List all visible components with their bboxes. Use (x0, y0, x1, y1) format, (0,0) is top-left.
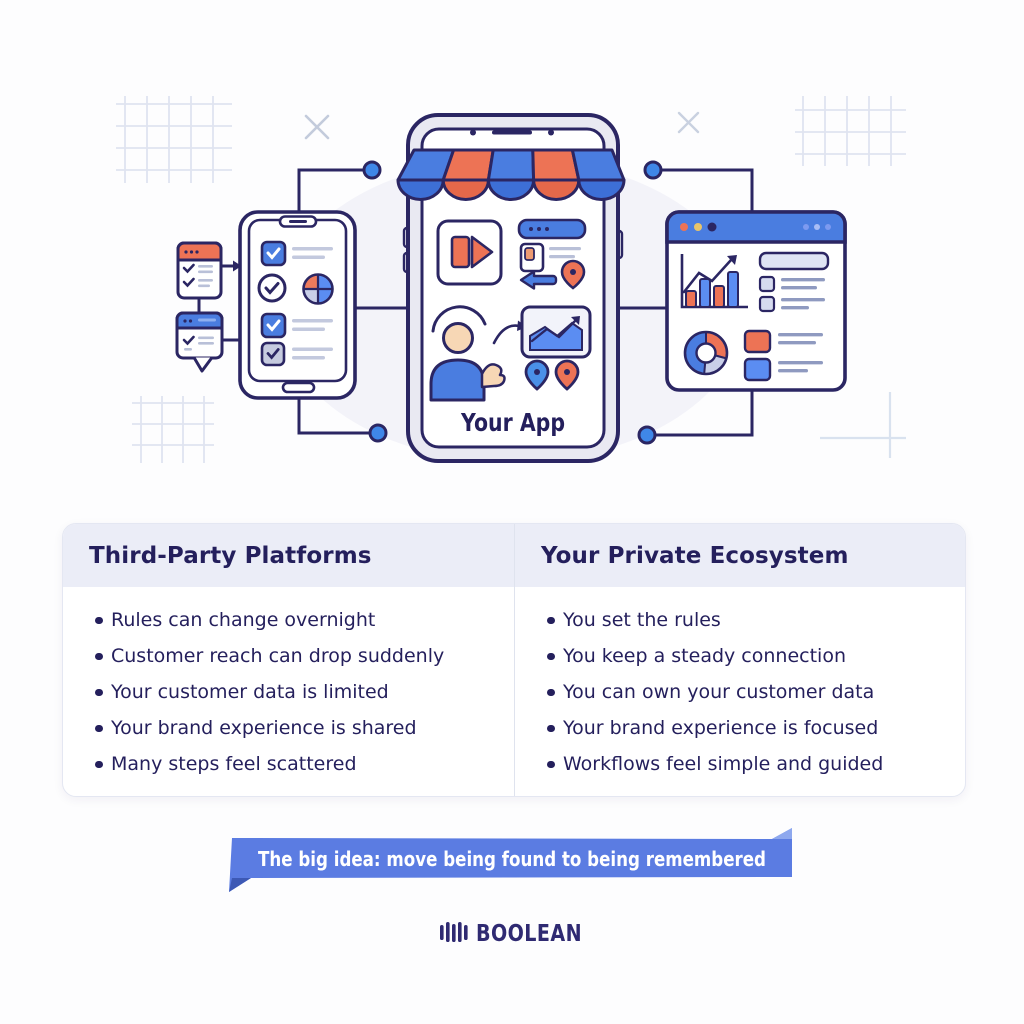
window-dot-icon (694, 223, 702, 231)
checkbox-icon (260, 240, 287, 267)
third-party-item-list: Rules can change overnight Customer reac… (63, 587, 514, 782)
list-item: You keep a steady connection (541, 638, 955, 674)
column-title-private-ecosystem: Your Private Ecosystem (515, 524, 965, 587)
bar-chart-icon (680, 254, 748, 309)
banner-text: The big idea: move being found to being … (258, 847, 766, 871)
address-bar (517, 218, 587, 240)
grid-decoration-top-right (795, 96, 906, 166)
mini-browser-card-bottom (175, 311, 242, 373)
location-pin-icon-orange (560, 259, 586, 290)
brand-logo: BOOLEAN (440, 921, 582, 947)
mini-browser-card-top (176, 241, 223, 300)
checkbox-icon (260, 341, 286, 367)
check-circle-icon (257, 273, 287, 303)
donut-chart-icon (683, 330, 729, 376)
connector-node-dot (643, 160, 663, 180)
connector-node-dot (637, 425, 657, 445)
play-icon (450, 235, 494, 269)
banner-fold-bottom-left (229, 878, 251, 892)
video-card (436, 219, 503, 286)
back-arrow-icon (519, 270, 558, 290)
storefront-awning (396, 148, 626, 201)
app-label: Your App (460, 408, 565, 437)
list-item: Your customer data is limited (89, 674, 504, 710)
list-item: Rules can change overnight (89, 602, 504, 638)
idea-banner: The big idea: move being found to being … (229, 828, 792, 892)
grid-decoration-bottom-left (132, 396, 214, 463)
list-item: Customer reach can drop suddenly (89, 638, 504, 674)
pie-chart-icon (302, 273, 334, 305)
location-pin-icon-blue (524, 359, 550, 391)
logo-bars-icon (440, 922, 468, 942)
list-item: You set the rules (541, 602, 955, 638)
location-pin-icon-orange (554, 359, 580, 391)
banner-ribbon (229, 828, 792, 892)
analytics-browser-window (665, 210, 847, 392)
main-app-phone: Your App (396, 113, 626, 463)
plus-decoration-bottom-right (820, 392, 906, 458)
home-button (281, 381, 316, 394)
x-decoration-right (677, 111, 700, 134)
arrow-to-phone-icon (222, 260, 242, 272)
list-item: Many steps feel scattered (89, 746, 504, 782)
private-ecosystem-item-list: You set the rules You keep a steady conn… (515, 587, 965, 782)
contact-card-icon (519, 242, 581, 273)
connector-lines (297, 168, 754, 437)
comparison-column-third-party: Third-Party Platforms Rules can change o… (63, 524, 514, 796)
connector-node-dot (362, 160, 382, 180)
list-item: Workflows feel simple and guided (541, 746, 955, 782)
browser-title-bar (665, 210, 847, 244)
list-item: Your brand experience is shared (89, 710, 504, 746)
column-title-third-party: Third-Party Platforms (63, 524, 514, 587)
banner-fold-top-right (772, 828, 792, 839)
x-decoration-left (304, 114, 330, 140)
connector-node-dot (368, 423, 388, 443)
window-dot-icon (680, 223, 688, 231)
checkbox-icon (260, 312, 287, 339)
comparison-column-private-ecosystem: Your Private Ecosystem You set the rules… (514, 524, 965, 796)
analytics-card-icon (520, 305, 592, 359)
grid-decoration-top-left (116, 96, 232, 183)
checklist-phone (238, 210, 357, 400)
list-panel (758, 251, 830, 313)
list-item: Your brand experience is focused (541, 710, 955, 746)
brand-name: BOOLEAN (476, 921, 582, 947)
legend-rows (743, 329, 823, 382)
list-item: You can own your customer data (541, 674, 955, 710)
comparison-table: Third-Party Platforms Rules can change o… (62, 523, 966, 797)
window-dot-icon (707, 222, 717, 232)
person-thumbs-up-icon (429, 305, 506, 402)
